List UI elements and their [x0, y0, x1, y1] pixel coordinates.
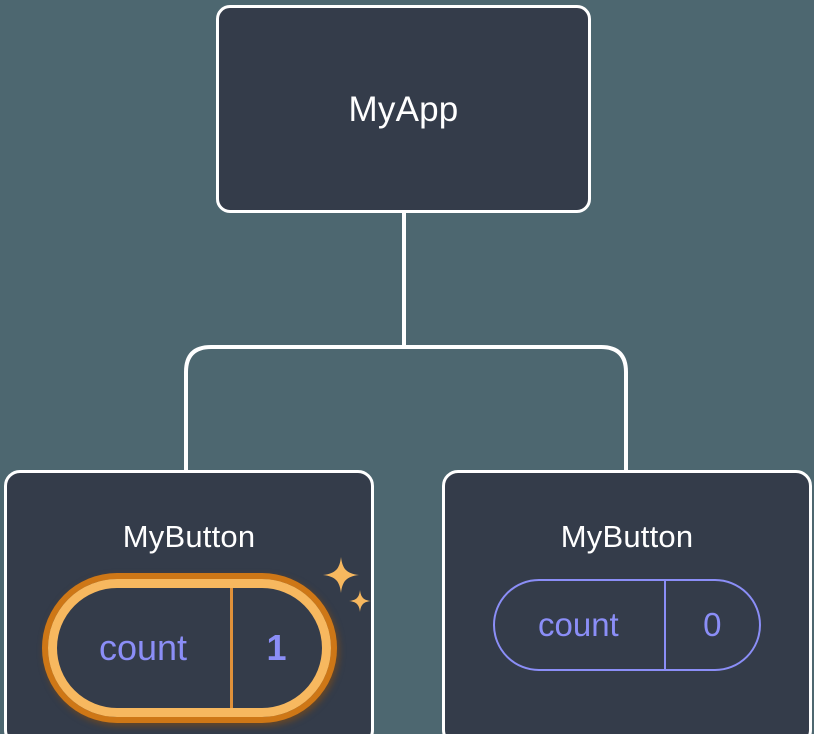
state-value: 1 — [266, 627, 287, 668]
sparkle-group — [319, 557, 389, 637]
node-mybutton-1[interactable]: MyButton count 1 — [4, 470, 374, 734]
state-value: 0 — [703, 606, 722, 643]
state-pill-wrapper: count 1 — [47, 557, 371, 717]
node-title: MyApp — [348, 89, 459, 129]
state-pill-highlighted[interactable]: count 1 — [47, 579, 331, 717]
state-pill[interactable]: count 0 — [493, 579, 761, 671]
state-key: count — [57, 588, 233, 708]
state-pill-wrapper: count 0 — [493, 579, 761, 671]
node-title: MyButton — [560, 519, 694, 554]
connector-branch-bar — [184, 345, 628, 470]
state-key: count — [495, 581, 666, 669]
node-mybutton-2[interactable]: MyButton count 0 — [442, 470, 812, 734]
sparkle-large-icon — [322, 557, 359, 593]
node-title: MyButton — [122, 519, 256, 554]
node-myapp[interactable]: MyApp — [216, 5, 591, 213]
sparkle-small-icon — [348, 590, 371, 612]
